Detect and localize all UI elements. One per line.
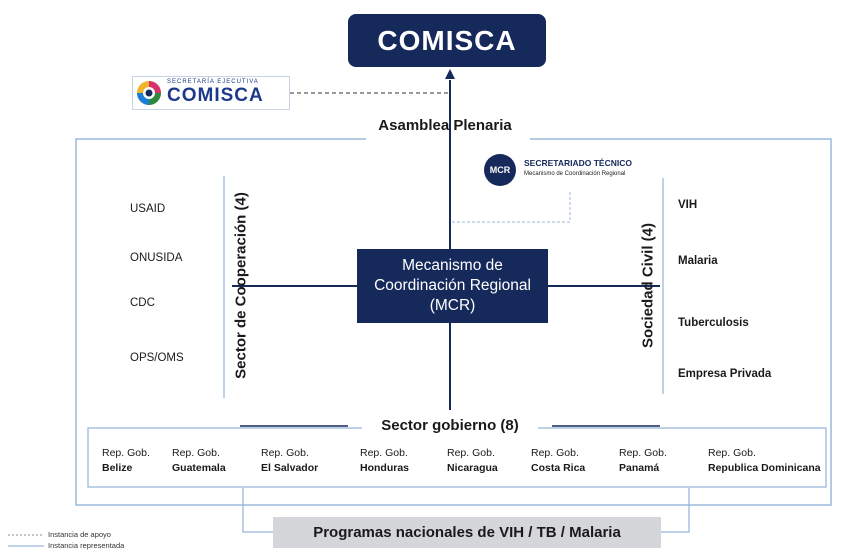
secretaria-logo: SECRETARÍA EJECUTIVA COMISCA xyxy=(132,76,290,110)
mcr-center-box: Mecanismo de Coordinación Regional (MCR) xyxy=(357,249,548,323)
mcr-badge-icon: MCR xyxy=(484,154,516,186)
legend-represented: Instancia representada xyxy=(48,541,125,550)
national-programs-label: Programas nacionales de VIH / TB / Malar… xyxy=(313,524,621,541)
civil-society-label: Sociedad Civil (4) xyxy=(639,222,657,349)
cooperation-sector-label: Sector de Cooperación (4) xyxy=(232,192,250,379)
comisca-title: COMISCA xyxy=(377,24,517,56)
cooperation-item: CDC xyxy=(130,297,155,309)
civil-item: Malaria xyxy=(678,255,718,267)
cooperation-item: USAID xyxy=(130,203,166,215)
civil-item: Tuberculosis xyxy=(678,317,749,329)
secretariat-logo: MCR SECRETARIADO TÉCNICO Mecanismo de Co… xyxy=(484,154,642,188)
government-country: Rep. Gob.Belize xyxy=(102,447,150,474)
national-programs-box: Programas nacionales de VIH / TB / Malar… xyxy=(273,517,661,548)
government-sector-title: Sector gobierno (8) xyxy=(362,417,538,434)
secretariat-subtitle: Mecanismo de Coordinación Regional xyxy=(524,171,626,177)
government-country: Rep. Gob.Guatemala xyxy=(172,447,226,474)
government-country: Rep. Gob.Republica Dominicana xyxy=(708,447,821,474)
government-country: Rep. Gob.Panamá xyxy=(619,447,667,474)
logo-title: COMISCA xyxy=(167,85,264,106)
assembly-label: Asamblea Plenaria xyxy=(378,117,512,134)
secretariat-title: SECRETARIADO TÉCNICO xyxy=(524,158,632,168)
mcr-line-2: Coordinación Regional xyxy=(374,277,531,294)
cooperation-item: ONUSIDA xyxy=(130,252,183,264)
civil-item: VIH xyxy=(678,199,698,211)
civil-item: Empresa Privada xyxy=(678,368,772,380)
mcr-line-1: Mecanismo de xyxy=(402,257,503,274)
government-country: Rep. Gob.El Salvador xyxy=(261,447,319,474)
logo-subtitle: SECRETARÍA EJECUTIVA xyxy=(167,79,259,85)
mcr-line-3: (MCR) xyxy=(429,297,476,314)
government-country: Rep. Gob.Honduras xyxy=(360,447,410,474)
legend-support: Instancia de apoyo xyxy=(48,530,111,539)
globe-icon xyxy=(137,81,161,105)
cooperation-item: OPS/OMS xyxy=(130,352,184,364)
government-country: Rep. Gob.Costa Rica xyxy=(531,447,586,474)
comisca-box: COMISCA xyxy=(348,14,546,67)
arrow-head xyxy=(445,69,455,79)
government-country: Rep. Gob.Nicaragua xyxy=(447,447,498,474)
